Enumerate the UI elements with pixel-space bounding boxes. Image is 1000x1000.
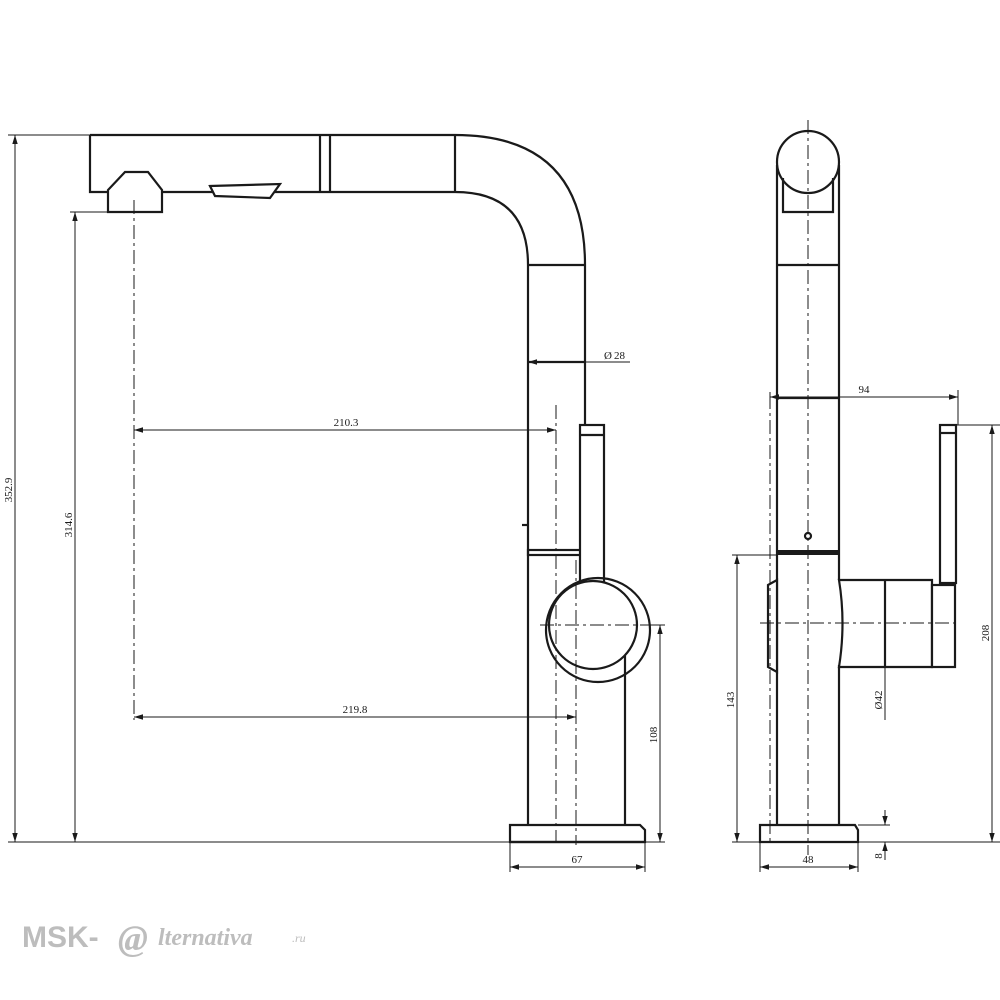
watermark-brand: MSK-: [22, 921, 99, 954]
dim-base-width-front: 48: [803, 854, 815, 866]
dim-handle-height: 108: [648, 726, 660, 743]
dim-handle-diameter-value: 42: [873, 691, 885, 702]
dim-handle-depth: 94: [859, 384, 871, 396]
aerator-head: [106, 170, 164, 214]
watermark-at: @: [118, 918, 148, 958]
handle-hub-front: [766, 578, 779, 674]
spout-head-neck: [781, 178, 835, 214]
lever-stick-side: [578, 423, 606, 597]
dim-lever-top-height: 208: [980, 624, 992, 641]
watermark-suffix: lternativa: [158, 925, 253, 951]
dim-pipe-diameter: 28: [614, 350, 626, 362]
dim-pipe-diameter-symbol: Ø: [604, 350, 612, 362]
dim-base-width-side: 67: [572, 854, 584, 866]
dim-base-thickness: 8: [873, 853, 885, 859]
front-view-dimensions: 94 143 208 Ø42 48 8: [725, 384, 1000, 872]
lever-stick-front: [938, 423, 958, 585]
dim-hub-height: 143: [725, 691, 737, 708]
dim-spout-height: 314.6: [63, 512, 75, 537]
front-view: [758, 120, 960, 855]
spray-button: [208, 182, 283, 200]
base-plate-front: [758, 823, 860, 844]
dim-reach-upper: 210.3: [334, 417, 359, 429]
handle-cap: [930, 583, 957, 669]
watermark-domain: .ru: [292, 931, 306, 945]
watermark-logo: MSK- @ lternativa .ru: [22, 918, 306, 958]
dim-reach-lower: 219.8: [343, 704, 368, 716]
base-plate-side: [508, 823, 647, 844]
spout-outline: [88, 133, 587, 825]
side-view-dimensions: 352.9 314.6 210.3 219.8 Ø 28 108 67: [3, 134, 665, 872]
dim-total-height: 352.9: [3, 477, 15, 502]
side-view: [88, 133, 652, 845]
handle-ring-outer: [544, 576, 652, 684]
dim-handle-diameter: Ø42: [873, 691, 885, 710]
